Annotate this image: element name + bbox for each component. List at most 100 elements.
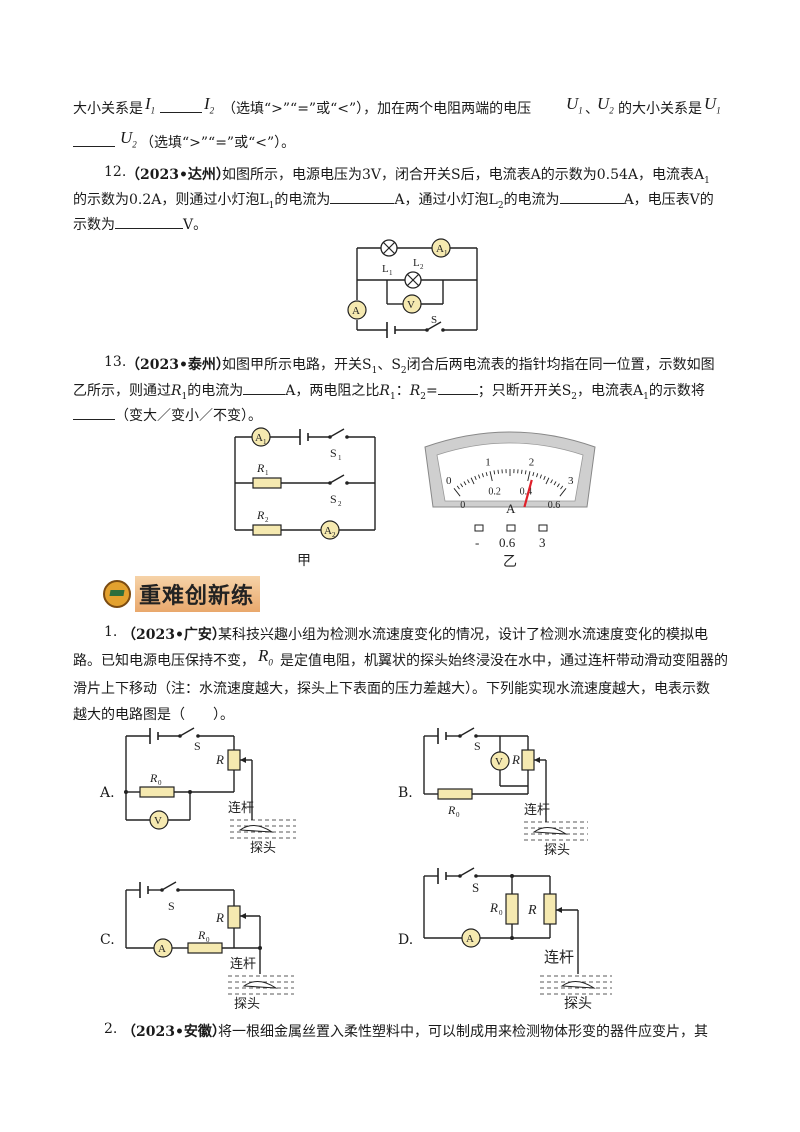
svg-text:S: S: [168, 899, 175, 913]
dial-tick: [521, 469, 523, 474]
svg-text:2: 2: [338, 500, 342, 508]
svg-text:连杆: 连杆: [230, 956, 256, 971]
q12-circuit-diagram: A 1 V A L 1 L 2 S: [347, 238, 478, 338]
svg-text:0: 0: [206, 936, 210, 944]
answer-blank: [160, 100, 202, 117]
graduation-cap-icon: [103, 580, 131, 608]
rheostat-r-icon: [543, 893, 557, 925]
svg-text:2: 2: [332, 531, 336, 539]
dial-tick: [478, 474, 481, 479]
lamp-l1-icon: [380, 239, 398, 257]
p1-text: 滑片上下移动（注：水流速度越大，探头上下表面的压力差越大）。下列能实现水流速度越…: [73, 681, 710, 697]
section-banner: 重难创新练: [103, 576, 261, 612]
intro-text: 大小关系是: [73, 101, 143, 117]
var-u1: U1: [566, 94, 583, 116]
option-d-label: D.: [398, 932, 414, 948]
dial-tick: [559, 488, 567, 497]
svg-text:2: 2: [265, 516, 269, 524]
svg-text:1: 1: [263, 438, 267, 446]
voltmeter-icon: V: [490, 751, 510, 771]
svg-text:S: S: [474, 739, 481, 753]
voltmeter-icon: V: [402, 294, 422, 314]
dial-tick: [493, 470, 496, 475]
svg-text:R: R: [256, 461, 265, 475]
svg-text:1: 1: [265, 469, 269, 477]
p1-text: 是定值电阻，机翼状的探头始终浸没在水中，通过连杆带动滑动变阻器的: [280, 653, 728, 669]
dial-tick: [536, 473, 539, 478]
dial-tick: [560, 485, 564, 490]
question-number: 12.: [104, 164, 127, 180]
p1-text: 某科技兴趣小组为检测水流速度变化的情况，设计了检测水流速度变化的模拟电: [218, 627, 708, 643]
q13-text: 如图甲所示电路，开关S1、S2闭合后两电流表的指针均指在同一位置，示数如图: [222, 357, 715, 376]
question-source: （2023•泰州）: [126, 357, 230, 373]
svg-text:R: R: [197, 928, 206, 942]
ammeter-a1-icon: A 1: [251, 427, 271, 447]
svg-text:R: R: [447, 803, 456, 817]
dial-top-label: 2: [529, 456, 535, 468]
fig-label-yi: 乙: [503, 554, 517, 570]
question-source: （2023•达州）: [126, 167, 230, 183]
dial-tick: [463, 481, 467, 486]
q12-text: 如图所示，电源电压为3V，闭合开关S后，电流表A的示数为0.54A，电流表A1: [222, 167, 710, 186]
question-source: （2023•广安）: [122, 627, 226, 643]
var-u2: U2: [120, 128, 137, 150]
svg-text:探头: 探头: [544, 842, 570, 857]
intro-text: 的大小关系是: [618, 101, 702, 117]
svg-text:R: R: [215, 910, 224, 925]
option-b-label: B.: [398, 785, 413, 801]
dial-tick: [532, 472, 535, 477]
dial-tick: [550, 479, 553, 484]
svg-text:A: A: [158, 943, 166, 955]
resistor-r1-icon: [252, 477, 282, 489]
question-number: 13.: [104, 354, 127, 370]
dial-tick: [489, 471, 493, 482]
dial-bottom-label: 0.2: [488, 487, 501, 498]
svg-text:R: R: [527, 903, 537, 918]
option-c-label: C.: [100, 932, 115, 948]
resistor-r2-icon: [252, 524, 282, 536]
svg-text:1: 1: [338, 454, 342, 462]
dial-bottom-label: 0: [460, 500, 465, 511]
svg-text:L: L: [382, 263, 389, 275]
svg-text:S: S: [330, 492, 337, 506]
svg-text:A: A: [436, 243, 444, 255]
svg-text:A: A: [324, 525, 332, 537]
svg-text:连杆: 连杆: [524, 802, 550, 817]
voltmeter-icon: V: [149, 810, 169, 830]
var-i2: I2: [204, 94, 215, 116]
dial-tick: [539, 474, 542, 479]
dial-unit-label: A: [506, 501, 516, 516]
terminal-icons: [474, 524, 548, 532]
question-source: （2023•安徽）: [122, 1024, 226, 1040]
var-i1: I1: [145, 94, 156, 116]
p1-text: 越大的电路图是（ ）。: [73, 707, 234, 723]
rheostat-r-icon: [227, 905, 241, 929]
dial-top-label: 0: [446, 475, 452, 487]
section-title: 重难创新练: [135, 576, 261, 612]
dial-tick: [481, 473, 484, 478]
var-u1: U1: [704, 94, 721, 116]
dial-tick: [553, 481, 557, 486]
svg-text:0: 0: [499, 909, 503, 917]
svg-text:连杆: 连杆: [228, 800, 254, 815]
svg-text:A: A: [255, 432, 263, 444]
dial-needle: [523, 479, 533, 508]
terminal-3: 3: [539, 535, 546, 550]
svg-text:A: A: [466, 933, 474, 945]
dial-bottom-label: 0.4: [520, 487, 533, 498]
dial-tick: [524, 470, 527, 475]
q13-text: （变大／变小／不变）。: [73, 405, 262, 425]
dial-tick: [453, 488, 461, 497]
dial-tick: [497, 469, 499, 474]
terminal-0-6: 0.6: [499, 535, 516, 550]
dial-tick: [527, 471, 531, 482]
rheostat-r-icon: [521, 749, 535, 771]
dial-tick: [485, 472, 488, 477]
svg-text:S: S: [472, 880, 479, 895]
svg-text:1: 1: [389, 269, 393, 277]
dial-tick: [556, 483, 560, 488]
intro-text: 、: [585, 101, 599, 117]
dial-tick: [456, 485, 460, 490]
